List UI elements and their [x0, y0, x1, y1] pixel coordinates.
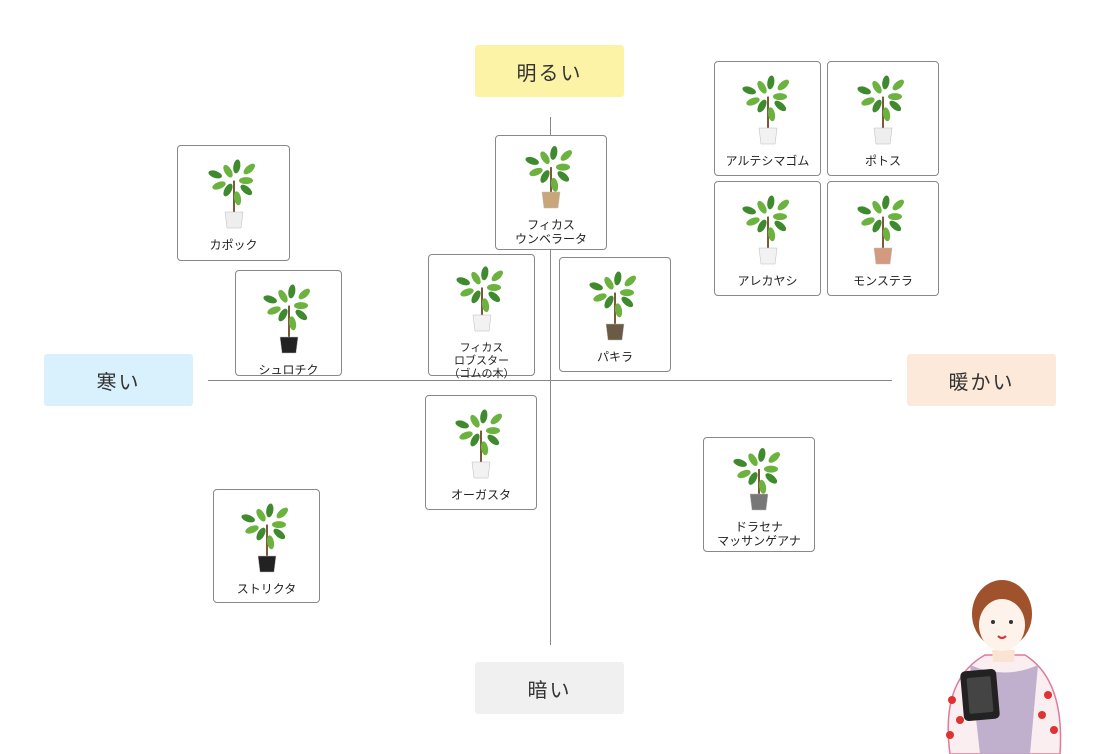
- plant-monstera-icon: [853, 182, 913, 270]
- plant-card-kapok[interactable]: カポック: [177, 145, 290, 261]
- axis-label-dark: 暗い: [475, 662, 624, 714]
- plant-name: フィカス ロブスター （ゴムの木）: [448, 341, 515, 380]
- plant-areca-palm-icon: [738, 182, 798, 270]
- plant-name: シュロチク: [258, 363, 319, 377]
- axis-label-bright: 明るい: [475, 45, 624, 97]
- vertical-axis: [550, 117, 551, 645]
- plant-card-areca-palm[interactable]: アレカヤシ: [714, 181, 821, 296]
- plant-name: アルテシマゴム: [725, 154, 810, 168]
- plant-card-ficus-umbellata[interactable]: フィカス ウンベラータ: [495, 135, 607, 250]
- plant-name: フィカス ウンベラータ: [514, 218, 587, 246]
- plant-dracaena-icon: [729, 438, 789, 516]
- plant-pothos-icon: [853, 62, 913, 150]
- plant-name: ポトス: [864, 154, 901, 168]
- plant-altissima-icon: [738, 62, 798, 150]
- plant-stricta-icon: [237, 490, 297, 578]
- plant-card-dracaena[interactable]: ドラセナ マッサンゲアナ: [703, 437, 815, 552]
- plant-pachira-icon: [585, 258, 645, 346]
- plant-name: ストリクタ: [236, 582, 297, 596]
- plant-name: オーガスタ: [450, 488, 511, 502]
- plant-name: カポック: [209, 238, 258, 252]
- plant-card-altissima[interactable]: アルテシマゴム: [714, 61, 821, 176]
- horizontal-axis: [208, 380, 892, 381]
- plant-ficus-lobster-icon: [452, 255, 512, 337]
- plant-augusta-icon: [451, 396, 511, 484]
- plant-card-pachira[interactable]: パキラ: [559, 257, 671, 372]
- plant-card-augusta[interactable]: オーガスタ: [425, 395, 537, 510]
- plant-card-ficus-lobster[interactable]: フィカス ロブスター （ゴムの木）: [428, 254, 535, 380]
- plant-card-pothos[interactable]: ポトス: [827, 61, 939, 176]
- plant-ficus-umbellata-icon: [521, 136, 581, 214]
- axis-label-warm: 暖かい: [907, 354, 1056, 406]
- plant-name: パキラ: [596, 350, 633, 364]
- axis-label-cold: 寒い: [44, 354, 193, 406]
- plant-name: モンステラ: [853, 274, 913, 288]
- plant-card-shurochiku[interactable]: シュロチク: [235, 270, 342, 377]
- shop-staff-illustration: [946, 580, 1062, 754]
- plant-name: ドラセナ マッサンゲアナ: [717, 520, 801, 548]
- plant-card-monstera[interactable]: モンステラ: [827, 181, 939, 296]
- plant-card-stricta[interactable]: ストリクタ: [213, 489, 320, 603]
- plant-shurochiku-icon: [259, 271, 319, 359]
- plant-name: アレカヤシ: [737, 274, 798, 288]
- plant-kapok-icon: [204, 146, 264, 234]
